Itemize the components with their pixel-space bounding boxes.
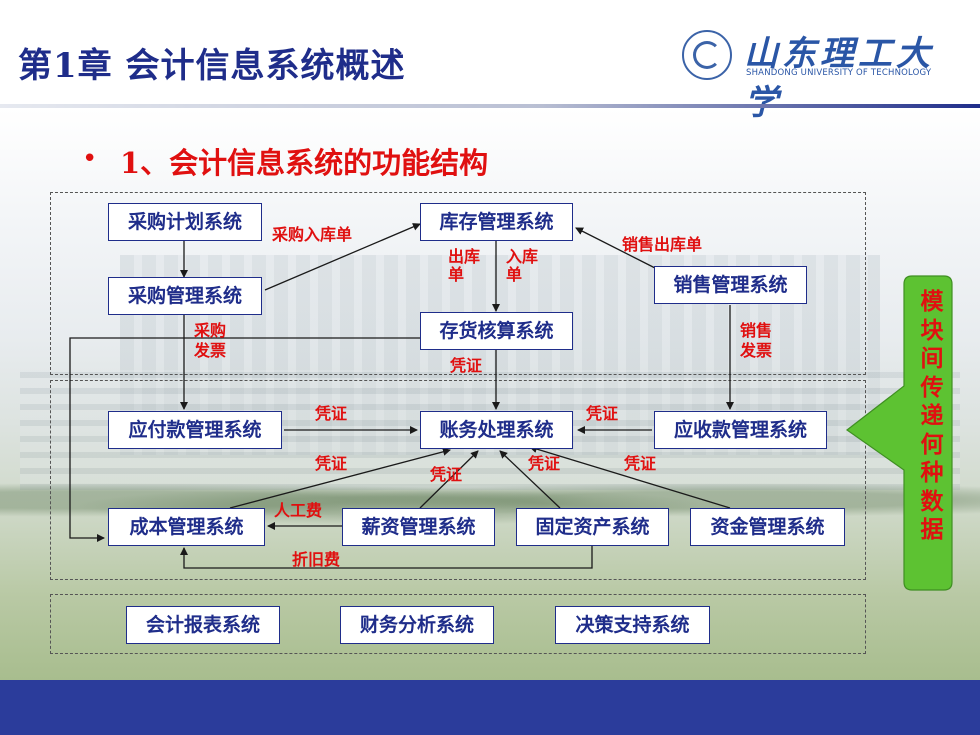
- slide-header: 第1章 会计信息系统概述 山东理工大学 SHANDONG UNIVERSITY …: [0, 0, 980, 123]
- label-purchase-invoice-line1: 采购: [194, 321, 227, 340]
- label-labor-cost: 人工费: [274, 501, 323, 520]
- system-reports[interactable]: 会计报表系统: [126, 606, 280, 644]
- chapter-title: 第1章 会计信息系统概述: [18, 46, 406, 86]
- arrow-invacct-to-cost: [69, 337, 420, 542]
- system-payables[interactable]: 应付款管理系统: [108, 411, 282, 449]
- label-sales-invoice-line1: 销售: [740, 321, 773, 340]
- group-decision: [50, 594, 866, 654]
- label-sales-delivery: 销售出库单: [622, 235, 703, 254]
- university-name-cn: 山东理工大学: [744, 34, 934, 123]
- callout-text: 模块间传递何种数据: [920, 288, 944, 543]
- label-purchase-invoice-line2: 发票: [194, 341, 227, 360]
- label-out-receipt-line2: 单: [448, 265, 465, 284]
- arrow-payroll-to-ledger: [419, 450, 479, 509]
- group-accounting: [50, 380, 866, 580]
- system-funds[interactable]: 资金管理系统: [690, 508, 845, 546]
- label-depreciation: 折旧费: [292, 550, 341, 569]
- label-purchase-receipt: 采购入库单: [272, 225, 353, 244]
- university-seal-icon: [682, 30, 732, 80]
- label-voucher-payables: 凭证: [315, 404, 348, 423]
- group-supply-chain: [50, 192, 866, 375]
- label-voucher-inventory: 凭证: [450, 356, 483, 375]
- arrow-sales-to-inventory: [575, 227, 656, 269]
- label-in-receipt-line2: 单: [506, 265, 523, 284]
- label-out-receipt-line1: 出库: [448, 247, 481, 266]
- arrow-fixed-to-ledger: [499, 450, 561, 509]
- system-inventory-management[interactable]: 库存管理系统: [420, 203, 573, 241]
- system-inventory-accounting[interactable]: 存货核算系统: [420, 312, 573, 350]
- system-cost-management[interactable]: 成本管理系统: [108, 508, 265, 546]
- arrow-purchase-to-inventory: [264, 223, 421, 291]
- system-payroll[interactable]: 薪资管理系统: [342, 508, 495, 546]
- system-financial-analysis[interactable]: 财务分析系统: [340, 606, 494, 644]
- arrow-cost-to-ledger: [229, 447, 451, 509]
- bullet-icon: •: [82, 144, 98, 174]
- section-subtitle: 1、会计信息系统的功能结构: [120, 146, 489, 180]
- system-purchase-management[interactable]: 采购管理系统: [108, 277, 262, 315]
- system-purchase-plan[interactable]: 采购计划系统: [108, 203, 262, 241]
- label-in-receipt-line1: 入库: [506, 247, 539, 266]
- university-name-en: SHANDONG UNIVERSITY OF TECHNOLOGY: [746, 68, 932, 78]
- label-sales-invoice-line2: 发票: [740, 341, 773, 360]
- system-decision-support[interactable]: 决策支持系统: [555, 606, 710, 644]
- label-voucher-fixed-assets: 凭证: [528, 454, 561, 473]
- system-receivables[interactable]: 应收款管理系统: [654, 411, 827, 449]
- system-fixed-assets[interactable]: 固定资产系统: [516, 508, 669, 546]
- arrow-fixed-to-cost: [180, 546, 593, 569]
- arrow-funds-to-ledger: [529, 445, 731, 509]
- slide-footer-bar: [0, 680, 980, 735]
- label-voucher-funds: 凭证: [624, 454, 657, 473]
- system-ledger[interactable]: 账务处理系统: [420, 411, 573, 449]
- label-voucher-payroll: 凭证: [430, 465, 463, 484]
- label-voucher-receivables: 凭证: [586, 404, 619, 423]
- header-divider: [0, 104, 980, 108]
- system-sales-management[interactable]: 销售管理系统: [654, 266, 807, 304]
- label-voucher-cost: 凭证: [315, 454, 348, 473]
- university-logo: 山东理工大学 SHANDONG UNIVERSITY OF TECHNOLOGY: [682, 26, 952, 123]
